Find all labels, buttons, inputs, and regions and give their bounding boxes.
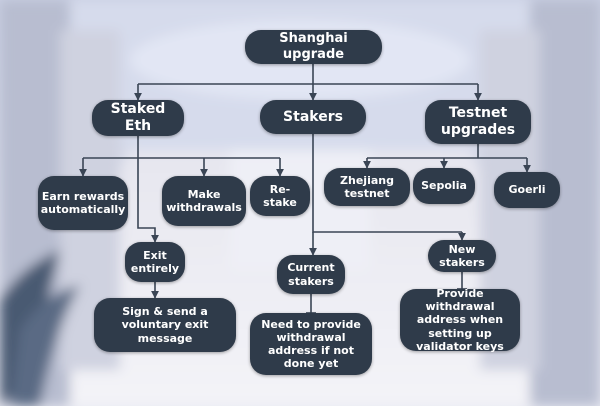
node-make-withdrawals: Make withdrawals	[162, 176, 246, 226]
node-goerli: Goerli	[494, 172, 560, 208]
node-shanghai-upgrade: Shanghai upgrade	[245, 30, 382, 64]
node-need-to-provide: Need to provide withdrawal address if no…	[250, 313, 372, 375]
node-current-stakers: Current stakers	[277, 255, 345, 294]
node-earn-rewards: Earn rewards automatically	[38, 176, 128, 230]
node-exit-entirely: Exit entirely	[125, 242, 185, 282]
node-zhejiang-testnet: Zhejiang testnet	[324, 168, 410, 206]
node-new-stakers: New stakers	[428, 240, 496, 272]
node-sign-and-send: Sign & send a voluntary exit message	[94, 298, 236, 352]
node-sepolia: Sepolia	[413, 168, 475, 204]
node-staked-eth: Staked Eth	[92, 100, 184, 136]
node-provide-withdrawal-address: Provide withdrawal address when setting …	[400, 287, 520, 353]
node-stakers: Stakers	[260, 100, 366, 134]
node-testnet-upgrades: Testnet upgrades	[425, 100, 531, 144]
node-re-stake: Re-stake	[250, 176, 310, 216]
